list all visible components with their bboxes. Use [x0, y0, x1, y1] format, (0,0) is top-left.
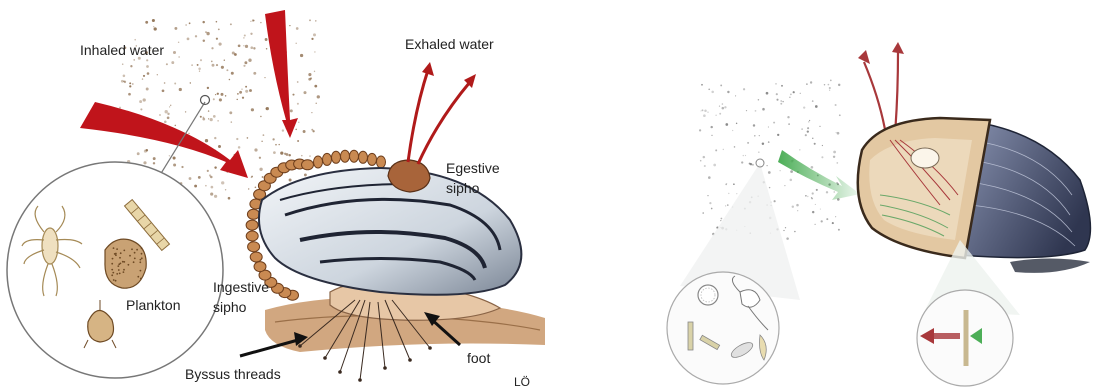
exhaled-arrows — [408, 70, 470, 164]
inhaled-water-label: Inhaled water — [80, 42, 164, 59]
corner-mark: LÖ — [514, 374, 530, 391]
exhaled-water-label: Exhaled water — [405, 36, 494, 53]
ingestive-sipho-label-line1: Ingestive — [213, 279, 269, 296]
magnifier-source — [201, 96, 210, 105]
green-inflow-arrow — [778, 150, 860, 200]
byssus-threads-label: Byssus threads — [185, 366, 281, 383]
plankton-magnifier-right — [667, 272, 779, 384]
egestive-sipho-label-line2: sipho — [446, 180, 479, 197]
mussel-foot-right — [1010, 259, 1090, 273]
foot-label: foot — [467, 350, 490, 367]
red-exhaled-arrows — [864, 52, 898, 135]
egestive-sipho-label-line1: Egestive — [446, 160, 500, 177]
ingestive-sipho-label-line2: sipho — [213, 299, 246, 316]
plankton-label: Plankton — [126, 297, 180, 314]
inflow-arrow-top — [265, 10, 298, 138]
organ-blob — [911, 148, 939, 168]
dinoflagellate-icon — [105, 239, 146, 288]
